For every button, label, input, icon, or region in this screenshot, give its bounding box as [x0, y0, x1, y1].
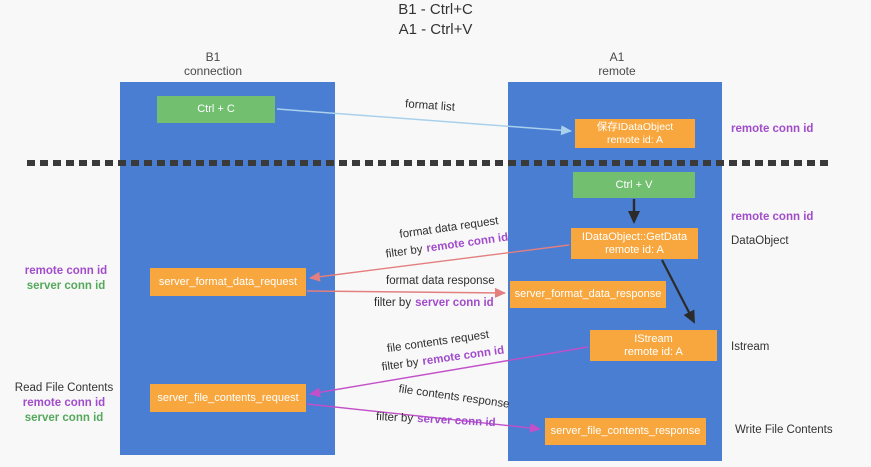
node-server-file-contents-response: server_file_contents_response — [545, 418, 706, 445]
node-server-format-data-response: server_format_data_response — [510, 281, 666, 308]
annotation-left-bottom-server-conn-id: server conn id — [24, 412, 104, 424]
annotation-left-bottom-block: Read File Contents remote conn id server… — [6, 381, 122, 426]
node-ctrl-v-label: Ctrl + V — [615, 178, 653, 191]
lane-header-b1: B1 connection — [148, 50, 278, 78]
node-istream: IStream remote id: A — [590, 330, 717, 361]
title-line-2: A1 - Ctrl+V — [398, 21, 473, 38]
arrow-format-data-response — [306, 287, 506, 298]
node-idataobject-getdata-line2: remote id: A — [605, 243, 664, 256]
annotation-left-mid-server-conn-id: server conn id — [26, 280, 106, 292]
lane-b1-subtitle: connection — [183, 64, 243, 78]
node-istream-line1: IStream — [634, 332, 673, 345]
lane-a1-name: A1 — [609, 50, 625, 64]
node-ctrl-v: Ctrl + V — [573, 172, 695, 198]
annotation-left-mid-remote-conn-id: remote conn id — [24, 265, 108, 277]
arrow-getdata-to-istream — [661, 259, 695, 324]
arrow-file-contents-response — [306, 403, 541, 433]
annotation-dataobject: DataObject — [731, 235, 789, 247]
diagram-title: B1 - Ctrl+C A1 - Ctrl+V — [0, 0, 871, 40]
node-server-file-contents-request-label: server_file_contents_request — [157, 391, 299, 404]
title-line-1: B1 - Ctrl+C — [398, 1, 473, 18]
node-server-format-data-request: server_format_data_request — [150, 268, 306, 296]
node-server-file-contents-request: server_file_contents_request — [150, 384, 306, 412]
annotation-remote-conn-id-mid-right: remote conn id — [731, 211, 814, 223]
annotation-istream: Istream — [731, 341, 770, 353]
filter-by-text: filter by — [375, 410, 414, 425]
node-save-idataobject-line1: 保存IDataObject — [596, 120, 674, 133]
node-idataobject-getdata-line1: IDataObject::GetData — [581, 230, 688, 243]
filter-by-text: filter by — [374, 297, 412, 309]
node-ctrl-c-label: Ctrl + C — [197, 103, 235, 115]
lane-a1-subtitle: remote — [598, 64, 636, 78]
node-save-idataobject-line2: remote id: A — [606, 133, 664, 146]
arrow-file-contents-request — [309, 346, 589, 398]
node-server-format-data-request-label: server_format_data_request — [158, 275, 298, 288]
lane-b1-name: B1 — [205, 50, 221, 64]
annotation-write-file-contents: Write File Contents — [735, 424, 833, 436]
annotation-read-file-contents: Read File Contents — [14, 382, 114, 394]
node-idataobject-getdata: IDataObject::GetData remote id: A — [571, 228, 698, 259]
server-conn-id-text: server conn id — [415, 297, 494, 309]
annotation-left-bottom-remote-conn-id: remote conn id — [22, 397, 106, 409]
node-server-file-contents-response-label: server_file_contents_response — [550, 425, 701, 437]
node-ctrl-c: Ctrl + C — [157, 96, 275, 123]
node-server-format-data-response-label: server_format_data_response — [514, 288, 662, 300]
arrow-format-list — [276, 108, 572, 136]
annotation-remote-conn-id-top-right: remote conn id — [731, 123, 814, 135]
arrow-format-data-request — [309, 244, 570, 282]
lane-header-a1: A1 remote — [555, 50, 679, 78]
annotation-left-mid-conn-ids: remote conn id server conn id — [10, 264, 122, 294]
section-divider-dashed-line — [27, 160, 831, 166]
node-istream-line2: remote id: A — [624, 345, 683, 358]
node-save-idataobject: 保存IDataObject remote id: A — [575, 119, 695, 148]
label-format-data-response: format data response — [386, 275, 495, 287]
